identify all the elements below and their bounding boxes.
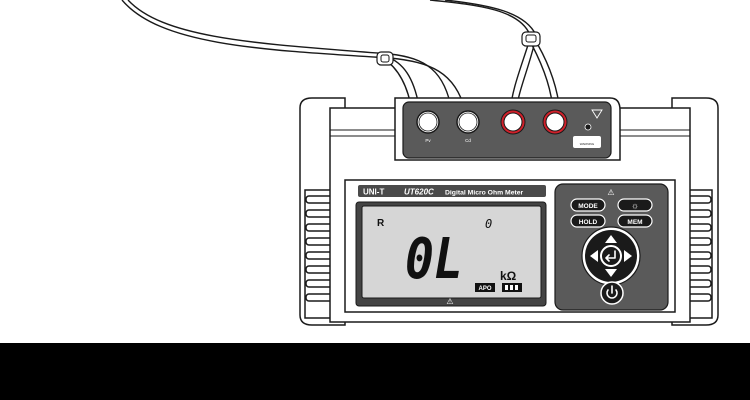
bottom-black-bar	[0, 343, 750, 400]
hold-button-label: HOLD	[579, 219, 598, 226]
battery-icon	[502, 283, 522, 292]
arrow-up-icon[interactable]	[605, 235, 617, 243]
mem-button[interactable]: MEM	[617, 214, 653, 228]
keypad-panel: ⚠ MODE ☼ HOLD MEM	[554, 183, 669, 311]
lcd-display: R 0 0L kΩ APO	[377, 217, 522, 292]
cable-clip-left	[376, 51, 394, 66]
terminal-red-2[interactable]	[542, 109, 568, 135]
keypad-warning-icon: ⚠	[607, 188, 614, 197]
power-button[interactable]	[600, 281, 624, 305]
label-strip: UNI-T UT620C Digital Micro Ohm Meter	[358, 185, 546, 197]
arrow-down-icon[interactable]	[605, 269, 617, 277]
mode-button[interactable]: MODE	[570, 198, 606, 212]
lcd-reading: 0L	[405, 227, 463, 292]
warning-label: WARNING	[580, 142, 595, 146]
lcd-warning-icon: ⚠	[446, 297, 453, 306]
indicator-led	[584, 123, 592, 131]
cable-clip-right	[521, 31, 541, 47]
terminal-pv[interactable]: Pv	[416, 110, 440, 143]
enter-icon	[605, 250, 616, 262]
mem-button-label: MEM	[627, 219, 642, 226]
power-icon	[606, 289, 618, 299]
terminal-red-1[interactable]	[500, 109, 526, 135]
terminal-label-cd: Cd	[465, 138, 471, 143]
terminal-panel: Pv Cd WARNING	[394, 97, 621, 161]
warning-triangle-icon	[591, 109, 603, 119]
backlight-button[interactable]: ☼	[617, 198, 653, 212]
terminal-label-pv: Pv	[425, 138, 431, 143]
navigation-pad	[581, 226, 641, 286]
lcd-mode-indicator: R	[377, 218, 385, 229]
mode-button-label: MODE	[578, 203, 598, 210]
model-name: UT620C	[404, 188, 434, 197]
arrow-left-icon[interactable]	[590, 250, 598, 262]
warning-label-box	[573, 136, 601, 148]
arrow-right-icon[interactable]	[624, 250, 632, 262]
lcd-status-indicator: 0	[485, 217, 492, 231]
lcd-bezel: ⚠	[355, 201, 547, 307]
lcd-apo: APO	[478, 286, 491, 292]
enter-button[interactable]	[600, 245, 622, 267]
lcd-unit: kΩ	[500, 269, 517, 283]
device-title: Digital Micro Ohm Meter	[445, 190, 524, 197]
backlight-icon: ☼	[631, 201, 639, 211]
hold-button[interactable]: HOLD	[570, 214, 606, 228]
test-cables	[121, 0, 561, 113]
brand-logo: UNI-T	[363, 188, 384, 197]
terminal-cd[interactable]: Cd	[456, 110, 480, 143]
